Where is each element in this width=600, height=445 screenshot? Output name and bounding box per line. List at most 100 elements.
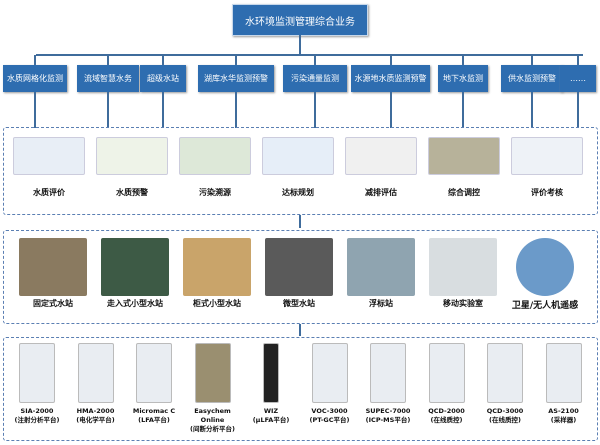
instrument[interactable]: QCD-3000(在线质控) <box>476 343 534 425</box>
connector <box>462 92 464 128</box>
stations-panel <box>3 230 598 324</box>
connector <box>162 92 164 128</box>
station-type[interactable]: 柜式小型水站 <box>178 238 256 309</box>
station-label: 微型水站 <box>283 299 315 308</box>
instrument-name: Micromac C <box>132 407 176 415</box>
station-type[interactable]: 卫星/无人机遥感 <box>506 238 584 311</box>
instrument-name: HMA-2000 <box>76 407 115 415</box>
instrument[interactable]: QCD-2000(在线质控) <box>418 343 476 425</box>
instrument-platform: (在线质控) <box>489 416 521 424</box>
connector <box>389 92 392 128</box>
connector <box>162 55 164 65</box>
instrument-platform: (电化学平台) <box>76 416 115 424</box>
instrument-image <box>194 343 231 403</box>
station-label: 走入式小型水站 <box>107 299 163 308</box>
screenshot-thumbnail <box>345 137 417 175</box>
connector <box>235 92 237 128</box>
instrument-image <box>311 343 348 403</box>
station-label: 柜式小型水站 <box>193 299 241 308</box>
instrument[interactable]: HMA-2000(电化学平台) <box>67 343 125 425</box>
software-module[interactable]: 污染溯源 <box>176 137 254 198</box>
station-image <box>516 238 574 296</box>
instrument-image <box>263 343 279 403</box>
instrument-name: SIA-2000 <box>20 407 54 415</box>
instrument-platform: (ICP-MS平台) <box>365 416 411 424</box>
screenshot-thumbnail <box>428 137 500 175</box>
instrument-name: Easychem Online <box>194 407 231 424</box>
connector <box>107 92 109 128</box>
connector <box>299 215 301 228</box>
business-item[interactable]: 水质网格化监测 <box>3 65 67 92</box>
instrument-image <box>136 343 172 403</box>
software-label: 污染溯源 <box>199 188 231 197</box>
instrument-image <box>19 343 55 403</box>
business-item[interactable]: …… <box>560 65 596 92</box>
instrument-name: WIZ <box>263 407 279 415</box>
software-label: 达标规划 <box>282 188 314 197</box>
instruments-panel <box>3 337 598 441</box>
software-module[interactable]: 评价考核 <box>508 137 586 198</box>
instrument-platform: (采样器) <box>550 416 577 424</box>
software-module[interactable]: 水质预警 <box>93 137 171 198</box>
software-module[interactable]: 水质评价 <box>10 137 88 198</box>
root-title-box: 水环境监测管理综合业务 <box>232 4 368 36</box>
instrument-platform: (LFA平台) <box>138 416 170 424</box>
instrument-platform: (间断分析平台) <box>190 425 235 433</box>
connector <box>462 55 464 65</box>
instrument-name: QCD-3000 <box>486 407 524 415</box>
station-label: 移动实验室 <box>443 299 483 308</box>
instrument[interactable]: WIZ(μLFA平台) <box>242 343 300 425</box>
business-item[interactable]: 地下水监测 <box>438 65 488 92</box>
station-image <box>429 238 497 296</box>
business-item[interactable]: 供水监测预警 <box>501 65 563 92</box>
connector-horizontal <box>36 54 583 56</box>
station-label: 固定式水站 <box>33 299 73 308</box>
software-label: 评价考核 <box>531 188 563 197</box>
business-item[interactable]: 湖库水华监测预警 <box>198 65 274 92</box>
screenshot-thumbnail <box>179 137 251 175</box>
instrument-platform: (注射分析平台) <box>14 416 60 424</box>
instrument[interactable]: VOC-3000(PT-GC平台) <box>301 343 359 425</box>
connector <box>34 92 36 128</box>
screenshot-thumbnail <box>96 137 168 175</box>
connector <box>314 55 316 65</box>
connector <box>389 55 392 65</box>
station-type[interactable]: 浮标站 <box>342 238 420 309</box>
instrument[interactable]: Easychem Online(间断分析平台) <box>184 343 242 434</box>
station-image <box>347 238 415 296</box>
software-module[interactable]: 达标规划 <box>259 137 337 198</box>
business-item[interactable]: 水源地水质监测预警 <box>351 65 430 92</box>
station-type[interactable]: 固定式水站 <box>14 238 92 309</box>
instrument-image <box>428 343 465 403</box>
instrument-platform: (μLFA平台) <box>252 416 290 424</box>
station-type[interactable]: 走入式小型水站 <box>96 238 174 309</box>
instrument-name: AS-2100 <box>548 407 579 415</box>
instrument[interactable]: AS-2100(采样器) <box>535 343 593 425</box>
connector <box>107 55 109 65</box>
station-image <box>19 238 87 296</box>
instrument-platform: (在线质控) <box>430 416 463 424</box>
station-type[interactable]: 移动实验室 <box>424 238 502 309</box>
software-label: 综合调控 <box>448 188 480 197</box>
instrument-image <box>370 343 406 403</box>
business-item[interactable]: 超级水站 <box>140 65 186 92</box>
connector <box>235 55 237 65</box>
instrument-name: SUPEC-7000 <box>365 407 411 415</box>
screenshot-thumbnail <box>262 137 334 175</box>
instrument-image <box>545 343 582 403</box>
business-item[interactable]: 污染通量监测 <box>283 65 347 92</box>
software-label: 减排评估 <box>365 188 397 197</box>
software-module[interactable]: 综合调控 <box>425 137 503 198</box>
instrument[interactable]: Micromac C(LFA平台) <box>125 343 183 425</box>
station-type[interactable]: 微型水站 <box>260 238 338 309</box>
connector <box>577 92 579 128</box>
software-module[interactable]: 减排评估 <box>342 137 420 198</box>
station-image <box>101 238 169 296</box>
connector <box>314 92 316 128</box>
connector <box>531 92 533 128</box>
instrument[interactable]: SIA-2000(注射分析平台) <box>8 343 66 425</box>
station-label: 浮标站 <box>369 299 393 308</box>
business-item[interactable]: 流域智慧水务 <box>77 65 139 92</box>
screenshot-thumbnail <box>511 137 583 175</box>
instrument[interactable]: SUPEC-7000(ICP-MS平台) <box>359 343 417 425</box>
